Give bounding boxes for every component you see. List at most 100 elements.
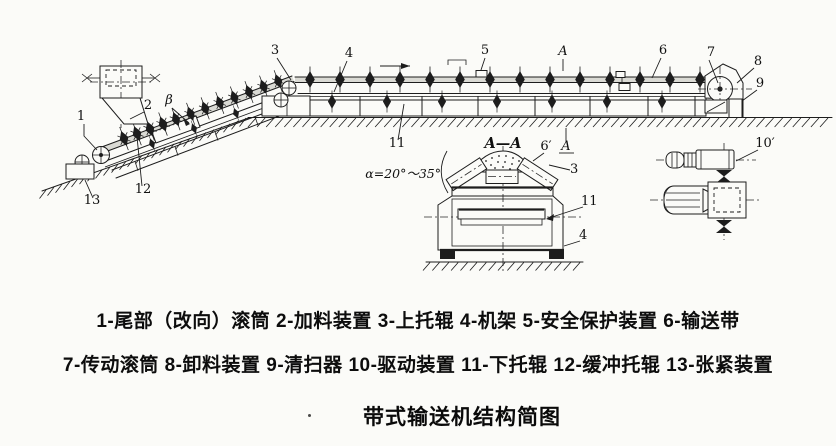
idler-icon: [665, 66, 675, 93]
ground-hatch-mark: [556, 117, 565, 128]
idler-icon: [545, 66, 555, 93]
buffer-idlers: [117, 112, 170, 151]
idler-icon: [190, 120, 198, 137]
incline-return-idlers: [148, 105, 240, 152]
idler-icon: [169, 108, 183, 131]
ground-hatch-mark: [544, 262, 553, 271]
idler-icon: [184, 102, 197, 125]
ground-hatch-mark: [483, 117, 493, 128]
ground-hatch-mark: [311, 117, 320, 128]
ground-hatch-mark: [810, 117, 820, 128]
center-trough-idler: [485, 169, 519, 184]
label-drive-unit-prime: 10′: [755, 136, 775, 151]
ground-hatch-mark: [647, 117, 656, 128]
ground-hatch-mark: [619, 117, 629, 128]
ground-hatch-mark: [701, 117, 711, 128]
idler-icon: [455, 66, 465, 93]
ground-hatch-mark: [469, 262, 478, 271]
material-dot: [512, 157, 514, 159]
ground-hatch-mark: [683, 117, 693, 128]
tension-weight-box: [65, 163, 95, 180]
section-return-idler: [457, 208, 546, 226]
ground-horizontal: [247, 117, 833, 128]
ground-hatch-mark: [819, 117, 829, 128]
ground-hatch-mark: [737, 117, 747, 128]
label-section-title: A—A: [482, 135, 521, 152]
ground-hatch-mark: [422, 262, 431, 271]
label-trough-angle-range: α=20°～35°: [365, 166, 441, 181]
material-dot: [511, 163, 513, 165]
material-dot: [497, 161, 499, 163]
ground-hatch-mark: [456, 117, 466, 128]
ground-hatch-mark: [47, 186, 55, 196]
ground-hatch-mark: [247, 117, 257, 128]
left-trough-idler: [445, 157, 488, 192]
ground-hatch-mark: [284, 117, 293, 128]
frame-legs: [299, 96, 707, 117]
ground-hatch-mark: [55, 183, 63, 193]
ground-hatch-mark: [429, 117, 438, 128]
material-dot: [494, 167, 496, 169]
hopper: [81, 60, 161, 128]
idler-icon: [395, 66, 405, 93]
ground-hatch-mark: [656, 117, 665, 128]
idler-icon: [305, 66, 315, 93]
parts-list-line-2: 7-传动滚筒 8-卸料装置 9-清扫器 10-驱动装置 11-下托辊 12-缓冲…: [62, 355, 774, 376]
coupling: [716, 170, 732, 183]
parts-list-line-1: 1-尾部（改向）滚筒 2-加料装置 3-上托辊 4-机架 5-安全保护装置 6-…: [96, 311, 740, 332]
idler-icon: [547, 90, 557, 113]
ground-hatch-mark: [574, 117, 584, 128]
ground-hatch-mark: [441, 262, 450, 271]
material-dot: [504, 161, 506, 163]
ground-hatch-mark: [783, 117, 792, 128]
ground-hatch-mark: [39, 189, 47, 199]
ground-hatch-mark: [465, 117, 475, 128]
ground-hatch-mark: [111, 163, 119, 173]
ground-hatch-mark: [710, 117, 720, 128]
label-angle-beta: β: [164, 93, 173, 108]
idler-icon: [425, 66, 435, 93]
lower-idlers: [327, 90, 667, 113]
bend-pulleys: [261, 80, 311, 117]
ground-hatch-mark: [95, 169, 103, 179]
label-part-9: 9: [756, 76, 764, 91]
material-dot: [490, 164, 492, 166]
ground-hatch-mark: [535, 262, 543, 271]
idler-icon: [605, 66, 615, 93]
ground-hatch-mark: [474, 117, 484, 128]
ground-hatch-mark: [223, 123, 231, 133]
idler-icon: [271, 70, 285, 93]
incline-conveyor: [98, 70, 295, 179]
idler-icon: [485, 66, 495, 93]
ground-hatch-mark: [547, 117, 556, 128]
discharge-chute: [728, 98, 743, 118]
idler-icon: [327, 90, 337, 113]
material-dot: [502, 166, 504, 168]
idler-icon: [242, 80, 256, 104]
label-section-mark-bottom: A: [560, 139, 570, 154]
figure-title: 带式输送机结构简图: [363, 406, 561, 429]
ground-hatch-mark: [199, 132, 207, 142]
ground-hatch-mark: [511, 117, 520, 128]
idler-icon: [515, 66, 525, 93]
ground-hatch-mark: [719, 117, 729, 128]
idler-icon: [232, 105, 240, 122]
ground-hatch-mark: [265, 117, 275, 128]
ground-hatch-mark: [356, 117, 366, 128]
trough-angle-arc: [440, 150, 449, 194]
idler-icon: [657, 90, 667, 113]
idler-icon: [130, 122, 144, 146]
ground-hatch-mark: [728, 117, 738, 128]
label-part-8: 8: [754, 54, 762, 69]
ground-hatch-mark: [338, 117, 348, 128]
label-part-4: 4: [345, 46, 353, 61]
head-station: [698, 63, 752, 118]
idler-icon: [257, 75, 270, 98]
idler-icon: [148, 135, 156, 152]
horizontal-conveyor: [294, 59, 709, 117]
ground-hatch-mark: [572, 262, 581, 271]
ground-hatch-mark: [329, 117, 339, 128]
ground-hatch-mark: [438, 117, 447, 128]
label-section-part-11: 11: [581, 194, 598, 209]
tail-station: [65, 146, 110, 180]
